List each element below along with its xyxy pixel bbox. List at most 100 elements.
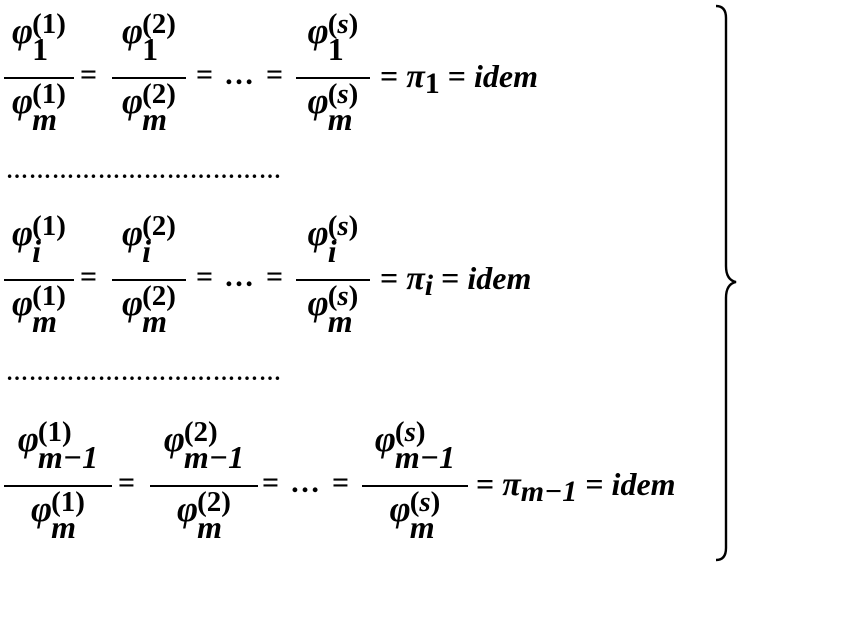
fraction-bar: [112, 279, 186, 281]
phi-symbol: φ: [307, 81, 329, 121]
pi-symbol: π: [502, 466, 521, 503]
fraction-2-s: φ(s)i φ(s)m: [292, 202, 374, 362]
fraction-1-s: φ(s)1 φ(s)m: [292, 0, 374, 160]
fraction-3-s: φ(s)m−1 φ(s)m: [358, 408, 472, 568]
subscript: m: [32, 101, 57, 137]
superscript: (1): [32, 78, 66, 110]
superscript: (2): [142, 78, 176, 110]
subscript: i: [32, 233, 41, 269]
dotted-separator-2: ………………………………: [6, 360, 282, 385]
phi-symbol: φ: [307, 283, 329, 323]
phi-symbol: φ: [12, 11, 34, 51]
fraction-1-2: φ(2)1 φ(2)m: [108, 0, 190, 160]
subscript: i: [327, 233, 337, 269]
ellipsis: …: [224, 260, 254, 293]
subscript: m: [142, 101, 167, 137]
equals-sign: =: [262, 466, 280, 499]
rhs-expression: = πi = idem: [380, 260, 532, 302]
denominator: φ(2)m: [108, 78, 190, 137]
superscript: (s): [327, 8, 359, 40]
denominator: φ(1)m: [0, 280, 78, 338]
pi-symbol: π: [406, 58, 425, 95]
phi-symbol: φ: [177, 489, 199, 529]
pi-subscript: i: [424, 269, 434, 302]
superscript: (2): [142, 280, 176, 312]
subscript: 1: [327, 31, 344, 67]
superscript: (s): [327, 78, 359, 110]
denominator: φ(1)m: [0, 78, 78, 137]
idem-text: idem: [467, 260, 532, 296]
subscript: m: [409, 509, 435, 545]
denominator: φ(1)m: [0, 486, 116, 544]
phi-symbol: φ: [122, 81, 144, 121]
rhs-expression: = π1 = idem: [380, 58, 538, 100]
equals-sign: =: [380, 260, 399, 296]
fraction-bar: [112, 77, 186, 79]
numerator: φ(2)i: [108, 210, 190, 269]
numerator: φ(1)i: [0, 210, 78, 269]
equals-sign: =: [266, 260, 284, 293]
subscript: m: [327, 303, 353, 339]
idem-text: idem: [611, 466, 676, 502]
subscript: m: [142, 303, 167, 339]
pi-symbol: π: [406, 260, 425, 297]
fraction-bar: [296, 77, 370, 79]
phi-symbol: φ: [163, 419, 185, 459]
pi-subscript: m−1: [520, 475, 578, 508]
phi-symbol: φ: [122, 213, 144, 253]
pi-subscript: 1: [424, 67, 440, 100]
phi-symbol: φ: [307, 213, 329, 253]
fraction-3-2: φ(2)m−1 φ(2)m: [146, 408, 262, 568]
fraction-bar: [296, 279, 370, 281]
phi-symbol: φ: [12, 213, 34, 253]
subscript: m−1: [183, 439, 245, 475]
equals-sign: =: [585, 466, 604, 502]
phi-symbol: φ: [122, 283, 144, 323]
superscript: (s): [409, 486, 441, 518]
right-brace-icon: [715, 4, 737, 562]
equation-row-2: φ(1)i φ(1)m = φ(2)i φ(2)m = … = φ(s)i φ(…: [0, 202, 720, 362]
rhs-expression: = πm−1 = idem: [476, 466, 676, 508]
equals-sign: =: [80, 260, 98, 293]
phi-symbol: φ: [31, 489, 53, 529]
equals-sign: =: [441, 260, 460, 296]
subscript: i: [142, 233, 151, 269]
numerator: φ(1)m−1: [0, 416, 116, 475]
superscript: (1): [32, 280, 66, 312]
numerator: φ(2)m−1: [146, 416, 262, 475]
ellipsis: …: [224, 58, 254, 91]
fraction-bar: [4, 485, 112, 487]
superscript: (1): [32, 8, 66, 40]
superscript: (2): [183, 416, 218, 448]
superscript: (2): [142, 210, 176, 242]
fraction-bar: [362, 485, 468, 487]
subscript: m−1: [394, 439, 456, 475]
equals-sign: =: [196, 58, 214, 91]
superscript: (s): [327, 210, 359, 242]
equals-sign: =: [380, 58, 399, 94]
numerator: φ(1)1: [0, 8, 78, 66]
denominator: φ(2)m: [146, 486, 262, 545]
equals-sign: =: [196, 260, 214, 293]
denominator: φ(s)m: [292, 280, 374, 339]
superscript: (1): [51, 486, 85, 518]
phi-symbol: φ: [307, 11, 329, 51]
superscript: (1): [32, 210, 66, 242]
equals-sign: =: [332, 466, 350, 499]
superscript: (2): [197, 486, 231, 518]
superscript: (s): [394, 416, 426, 448]
subscript: m: [197, 509, 222, 545]
equals-sign: =: [80, 58, 98, 91]
numerator: φ(s)m−1: [358, 416, 472, 475]
equation-row-3: φ(1)m−1 φ(1)m = φ(2)m−1 φ(2)m = … = φ(s)…: [0, 408, 720, 568]
superscript: (1): [37, 416, 72, 448]
phi-symbol: φ: [374, 419, 396, 459]
subscript: m−1: [37, 439, 99, 475]
superscript: (s): [327, 280, 359, 312]
equals-sign: =: [476, 466, 495, 502]
fraction-bar: [4, 279, 74, 281]
numerator: φ(s)1: [292, 8, 374, 67]
dotted-separator-1: ………………………………: [6, 158, 282, 183]
equals-sign: =: [118, 466, 136, 499]
fraction-2-1: φ(1)i φ(1)m: [0, 202, 78, 362]
